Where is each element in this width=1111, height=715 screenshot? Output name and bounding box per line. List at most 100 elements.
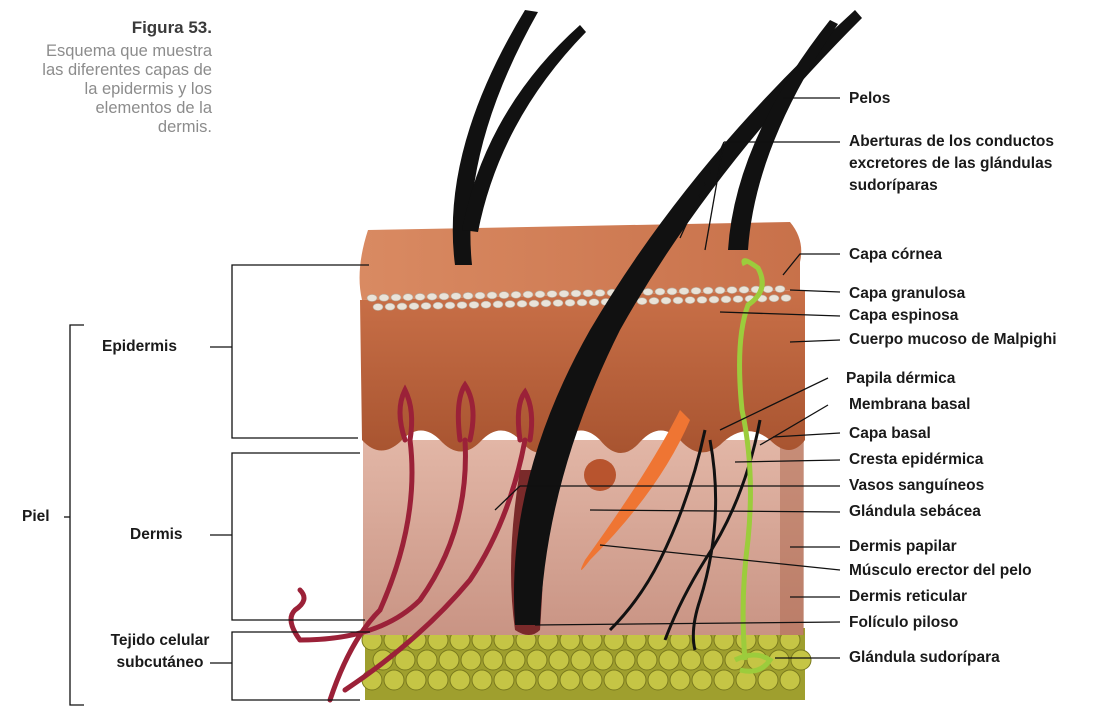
label-foliculo-piloso: Folículo piloso — [849, 613, 958, 632]
fat-cell — [648, 670, 668, 690]
granule — [439, 293, 449, 300]
granule — [535, 291, 545, 298]
granule — [499, 292, 509, 299]
granule — [517, 300, 527, 307]
fat-cell — [791, 650, 811, 670]
fat-cell — [527, 650, 547, 670]
label-membrana-basal: Membrana basal — [849, 395, 970, 414]
granule — [583, 290, 593, 297]
granule — [733, 296, 743, 303]
granule — [367, 295, 377, 302]
granule — [547, 291, 557, 298]
granule — [559, 290, 569, 297]
fat-cell — [758, 670, 778, 690]
granule — [691, 287, 701, 294]
granule — [445, 302, 455, 309]
label-cresta-epidermica: Cresta epidérmica — [849, 450, 983, 469]
granule — [493, 301, 503, 308]
fat-cell — [450, 670, 470, 690]
granule — [565, 299, 575, 306]
fat-cell — [615, 650, 635, 670]
granule — [475, 292, 485, 299]
fat-cell — [604, 670, 624, 690]
granule — [481, 301, 491, 308]
granule — [373, 304, 383, 311]
dermis-layer — [363, 440, 803, 635]
granule — [661, 297, 671, 304]
fat-cell — [483, 650, 503, 670]
label-glandula-sebacea: Glándula sebácea — [849, 502, 981, 521]
fat-cell — [461, 650, 481, 670]
granule — [457, 302, 467, 309]
granule — [589, 299, 599, 306]
fat-cell — [439, 650, 459, 670]
granule — [739, 286, 749, 293]
label-capa-espinosa: Capa espinosa — [849, 306, 958, 325]
granule — [379, 294, 389, 301]
granule — [469, 301, 479, 308]
fat-cell — [428, 670, 448, 690]
label-vasos-sanguineos: Vasos sanguíneos — [849, 476, 984, 495]
granule — [541, 300, 551, 307]
label-papila-dermica: Papila dérmica — [846, 369, 955, 388]
granule — [775, 286, 785, 293]
fat-cell — [593, 650, 613, 670]
granule — [511, 291, 521, 298]
fat-cell — [560, 670, 580, 690]
granule — [571, 290, 581, 297]
granule — [649, 297, 659, 304]
fat-cell — [472, 670, 492, 690]
fat-cell — [626, 670, 646, 690]
fat-cell — [780, 670, 800, 690]
label-dermis: Dermis — [130, 525, 183, 544]
label-dermis-reticular: Dermis reticular — [849, 587, 967, 606]
granule — [409, 303, 419, 310]
granule — [703, 287, 713, 294]
granule — [637, 298, 647, 305]
fat-cell — [692, 670, 712, 690]
granule — [529, 300, 539, 307]
granule — [781, 295, 791, 302]
granule — [427, 293, 437, 300]
figure-title: Figura 53. — [40, 18, 212, 38]
fat-cell — [505, 650, 525, 670]
granule — [523, 291, 533, 298]
granule — [451, 293, 461, 300]
granule — [397, 303, 407, 310]
fat-cell — [571, 650, 591, 670]
granule — [667, 288, 677, 295]
label-tejido-subcutaneo: Tejido celular subcutáneo — [105, 630, 215, 674]
fat-cell — [417, 650, 437, 670]
granule — [403, 294, 413, 301]
label-capa-cornea: Capa córnea — [849, 245, 942, 264]
granule — [385, 303, 395, 310]
granule — [727, 287, 737, 294]
label-epidermis: Epidermis — [102, 337, 177, 356]
granule — [697, 296, 707, 303]
fat-cell — [714, 670, 734, 690]
figure-description: Esquema que muestra las diferentes capas… — [40, 42, 212, 137]
granule — [595, 289, 605, 296]
label-dermis-papilar: Dermis papilar — [849, 537, 957, 556]
fat-cell — [549, 650, 569, 670]
granule — [763, 286, 773, 293]
label-aberturas: Aberturas de los conductos excretores de… — [849, 131, 1109, 197]
label-musculo-erector: Músculo erector del pelo — [849, 561, 1032, 580]
granule — [655, 288, 665, 295]
granule — [505, 301, 515, 308]
label-pelos: Pelos — [849, 89, 890, 108]
fat-cell — [670, 670, 690, 690]
label-piel: Piel — [22, 507, 50, 526]
granule — [709, 296, 719, 303]
fat-cell — [538, 670, 558, 690]
label-capa-granulosa: Capa granulosa — [849, 284, 965, 303]
fat-cell — [681, 650, 701, 670]
fat-cell — [516, 670, 536, 690]
granule — [685, 297, 695, 304]
figure-caption: Figura 53. Esquema que muestra las difer… — [40, 18, 212, 137]
fat-cell — [582, 670, 602, 690]
granule — [715, 287, 725, 294]
granule — [679, 288, 689, 295]
granule — [487, 292, 497, 299]
fat-cell — [659, 650, 679, 670]
